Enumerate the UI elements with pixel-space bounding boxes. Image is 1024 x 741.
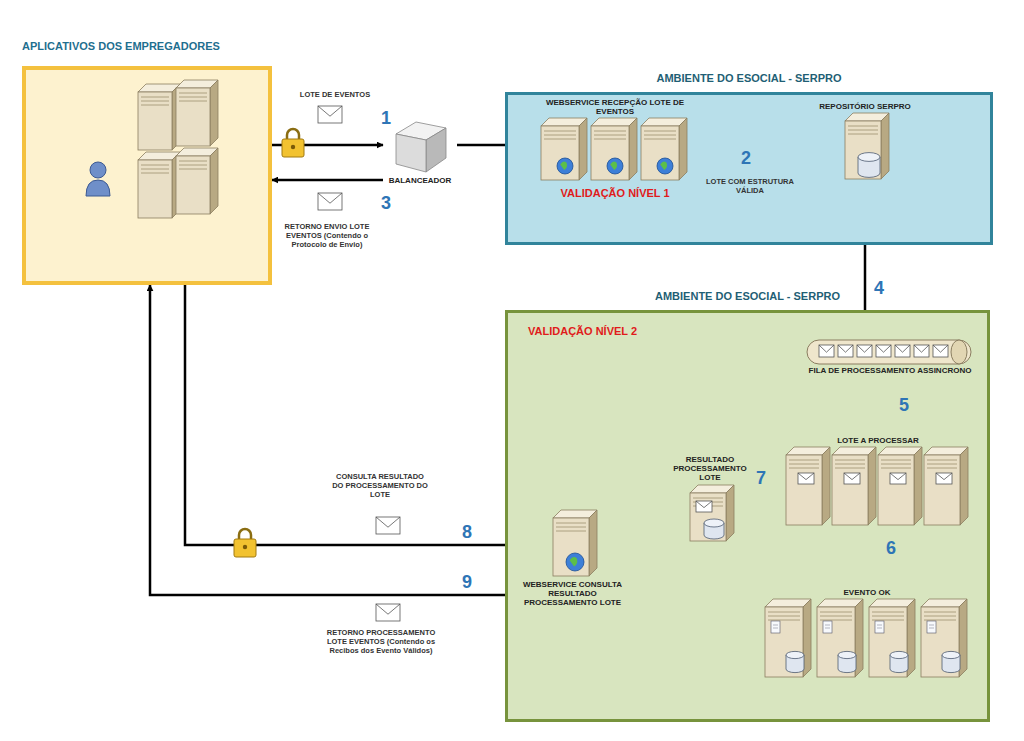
component-label: REPOSITÓRIO SERPRO [819, 102, 911, 111]
validation-level-label: VALIDAÇÃO NÍVEL 1 [561, 187, 670, 200]
message-label: RETORNO PROCESSAMENTO LOTE EVENTOS (Cont… [322, 628, 440, 655]
db1-icon [684, 483, 736, 545]
message-label: RETORNO ENVIO LOTE EVENTOS (Contendo o P… [276, 222, 378, 249]
component-label: BALANCEADOR [389, 176, 452, 185]
panel-heading: AMBIENTE DO ESOCIAL - SERPRO [508, 72, 990, 85]
callout-number: 1 [381, 108, 391, 129]
ws3-icon [537, 116, 693, 184]
tube-icon [805, 338, 975, 366]
batch-processors: LOTE A PROCESSAR [782, 436, 974, 529]
ws1-icon [547, 508, 599, 580]
callout-number: 2 [741, 148, 751, 169]
reception-webservice: WEBSERVICE RECEPÇÃO LOTE DE EVENTOS VALID… [535, 98, 695, 200]
component-label: LOTE A PROCESSAR [837, 436, 919, 445]
dbsrv-icon [839, 111, 891, 183]
flow-arrow [272, 179, 383, 182]
employer-apps-panel: APLICATIVOS DOS EMPREGADORES [22, 66, 272, 285]
query-webservice: WEBSERVICE CONSULTA RESULTADO PROCESSAME… [515, 508, 630, 608]
dbsrv4-icon [761, 597, 973, 681]
callout-number: 8 [462, 522, 472, 543]
message-label: CONSULTA RESULTADO DO PROCESSAMENTO DO L… [330, 472, 430, 499]
callout-number: 7 [756, 468, 766, 489]
event-ok-servers: EVENTO OK [760, 588, 974, 681]
panel-heading: AMBIENTE DO ESOCIAL - SERPRO [508, 290, 987, 303]
esocial-env-panel: AMBIENTE DO ESOCIAL - SERPROWEBSERVICE R… [505, 92, 993, 245]
message-label: LOTE COM ESTRUTURA VÁLIDA [705, 177, 795, 195]
validation-level-label: VALIDAÇÃO NÍVEL 2 [528, 325, 637, 338]
component-label: EVENTO OK [844, 588, 891, 597]
flow-arrow [150, 285, 515, 595]
component-label: FILA DE PROCESSAMENTO ASSINCRONO [809, 366, 972, 375]
cube-icon [390, 118, 450, 176]
callout-number: 3 [381, 193, 391, 214]
load-balancer: BALANCEADOR [383, 118, 457, 185]
callout-number: 6 [886, 538, 896, 559]
srv4-icon [782, 445, 974, 529]
result-store: RESULTADO PROCESSAMENTO LOTE [670, 455, 750, 545]
component-label: WEBSERVICE RECEPÇÃO LOTE DE EVENTOS [535, 98, 695, 116]
callout-number: 4 [874, 278, 884, 299]
message-label: LOTE DE EVENTOS [292, 90, 378, 99]
component-label: WEBSERVICE CONSULTA RESULTADO PROCESSAME… [515, 580, 630, 608]
callout-number: 5 [899, 395, 909, 416]
async-queue: FILA DE PROCESSAMENTO ASSINCRONO [800, 338, 980, 375]
flow-arrow [185, 285, 515, 545]
employer-servers-illustration [26, 70, 266, 280]
validation-env-panel: AMBIENTE DO ESOCIAL - SERPROVALIDAÇÃO NÍ… [505, 310, 990, 722]
callout-number: 9 [462, 572, 472, 593]
panel-heading: APLICATIVOS DOS EMPREGADORES [22, 40, 220, 53]
component-label: RESULTADO PROCESSAMENTO LOTE [670, 455, 750, 483]
repository-server: REPOSITÓRIO SERPRO [815, 102, 915, 183]
